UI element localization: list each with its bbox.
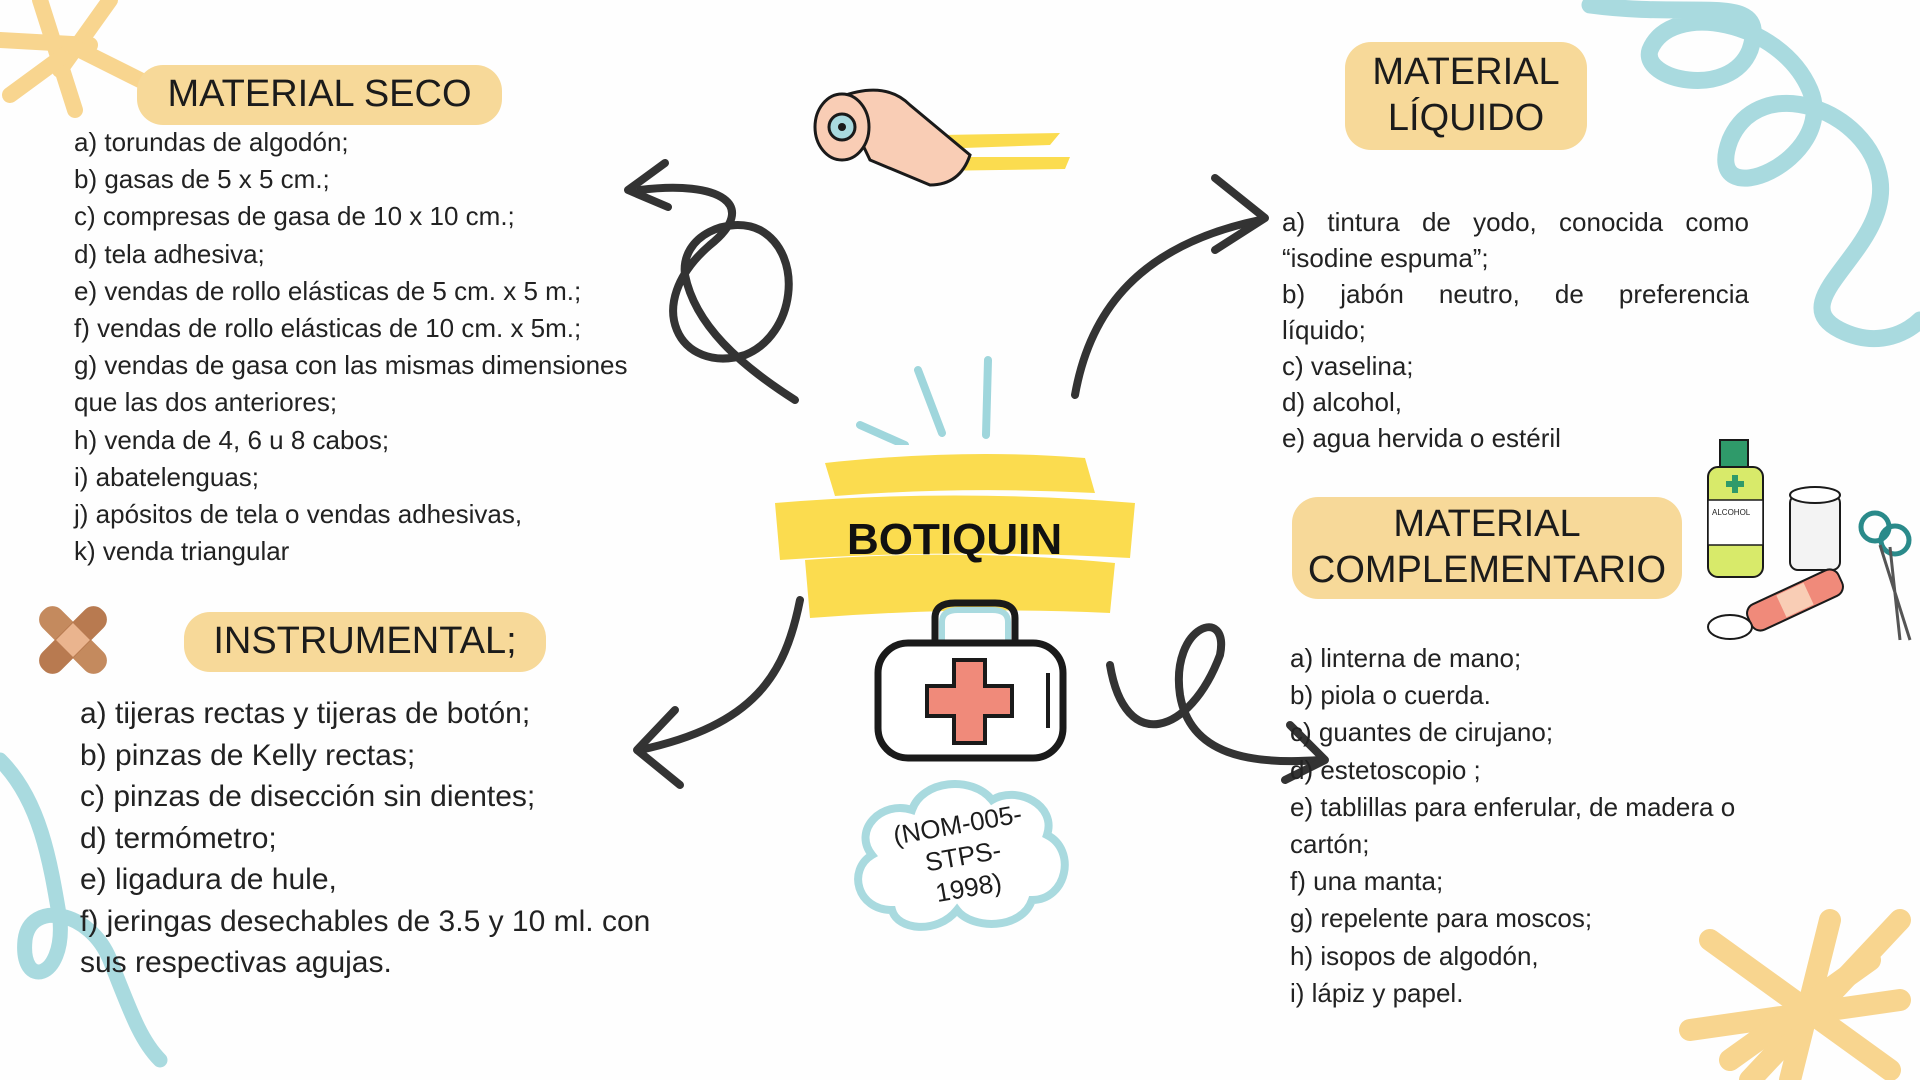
list-item: f) una manta; <box>1290 866 1444 897</box>
material-complementario-title-line-1: MATERIAL <box>1393 503 1581 546</box>
list-item: a) torundas de algodón; <box>74 127 349 157</box>
plaster-icon <box>39 606 107 674</box>
instrumental-heading: INSTRUMENTAL; <box>184 612 546 672</box>
list-item: c) vaselina; <box>1282 351 1414 381</box>
bandage-roll-icon <box>813 88 1070 187</box>
list-item: d) tela adhesiva; <box>74 238 265 269</box>
list-item: c) compresas de gasa de 10 x 10 cm.; <box>74 201 515 232</box>
list-item: g) vendas de gasa con las mismas dimensi… <box>74 350 628 381</box>
decorative-star-top-left <box>0 0 158 118</box>
arrow-to-material-liquido <box>1071 174 1269 399</box>
list-item: a) linterna de mano; <box>1290 643 1522 673</box>
arrow-to-material-complementario <box>1106 623 1329 784</box>
alcohol-label: ALCOHOL <box>1712 508 1751 517</box>
instrumental-list: a) tijeras rectas y tijeras de botón; b)… <box>80 693 720 984</box>
center-title: BOTIQUIN <box>847 515 1063 564</box>
list-item: f) vendas de rollo elásticas de 10 cm. x… <box>74 313 582 344</box>
center-yellow-brush <box>775 454 1135 618</box>
list-item: b) pinzas de Kelly rectas; <box>80 738 416 772</box>
alcohol-supplies-icon: ALCOHOL <box>1707 439 1912 641</box>
material-seco-heading: MATERIAL SECO <box>137 65 502 125</box>
list-item: b) gasas de 5 x 5 cm.; <box>74 164 330 195</box>
list-item: f) jeringas desechables de 3.5 y 10 ml. … <box>80 904 651 938</box>
material-complementario-heading: MATERIAL COMPLEMENTARIO <box>1292 497 1682 599</box>
list-item: e) ligadura de hule, <box>80 863 337 896</box>
list-item: b) jabón neutro, de preferencia <box>1282 279 1749 309</box>
list-item: a) tijeras rectas y tijeras de botón; <box>80 697 531 730</box>
norm-cloud <box>854 780 1069 931</box>
first-aid-kit-icon <box>874 599 1067 762</box>
list-item: i) lápiz y papel. <box>1290 977 1464 1008</box>
center-rays <box>856 356 992 445</box>
list-item: que las dos anteriores; <box>74 387 338 418</box>
list-item: e) agua hervida o estéril <box>1282 423 1561 453</box>
material-liquido-title-line-1: MATERIAL <box>1372 51 1560 94</box>
list-item: j) apósitos de tela o vendas adhesivas, <box>74 499 523 530</box>
list-item: a) tintura de yodo, conocida como <box>1282 207 1749 237</box>
list-item: c) pinzas de disección sin dientes; <box>80 780 536 813</box>
list-item: cartón; <box>1290 829 1370 860</box>
material-liquido-list: a) tintura de yodo, conocida como “isodi… <box>1282 204 1749 456</box>
decorative-swirl-bottom-left <box>0 752 168 1068</box>
material-seco-title: MATERIAL SECO <box>167 73 472 116</box>
material-complementario-title-line-2: COMPLEMENTARIO <box>1307 549 1667 591</box>
list-item: sus respectivas agujas. <box>80 946 392 979</box>
list-item: c) guantes de cirujano; <box>1290 717 1554 748</box>
list-item: g) repelente para moscos; <box>1290 903 1593 934</box>
list-item: d) estetoscopio ; <box>1290 754 1481 785</box>
list-item: b) piola o cuerda. <box>1290 680 1491 711</box>
list-item: i) abatelenguas; <box>74 461 260 492</box>
material-liquido-title-line-2: LÍQUIDO <box>1387 97 1545 139</box>
list-item: h) venda de 4, 6 u 8 cabos; <box>74 424 390 455</box>
decorative-swirl-top-right <box>1581 0 1920 348</box>
arrow-to-instrumental <box>633 596 804 789</box>
decorative-star-bottom-right <box>1679 909 1911 1080</box>
material-complementario-list: a) linterna de mano; b) piola o cuerda. … <box>1290 640 1850 1012</box>
material-liquido-heading: MATERIAL LÍQUIDO <box>1345 42 1587 150</box>
list-item: líquido; <box>1282 315 1366 345</box>
list-item: k) venda triangular <box>74 536 290 567</box>
instrumental-title: INSTRUMENTAL; <box>213 620 517 663</box>
arrow-to-material-seco <box>624 159 799 404</box>
list-item: e) tablillas para enferular, de madera o <box>1290 791 1736 822</box>
list-item: “isodine espuma”; <box>1282 243 1489 273</box>
list-item: d) alcohol, <box>1282 387 1402 417</box>
list-item: e) vendas de rollo elásticas de 5 cm. x … <box>74 275 582 306</box>
list-item: d) termómetro; <box>80 821 277 855</box>
list-item: h) isopos de algodón, <box>1290 940 1539 971</box>
material-seco-list: a) torundas de algodón; b) gasas de 5 x … <box>74 124 714 570</box>
